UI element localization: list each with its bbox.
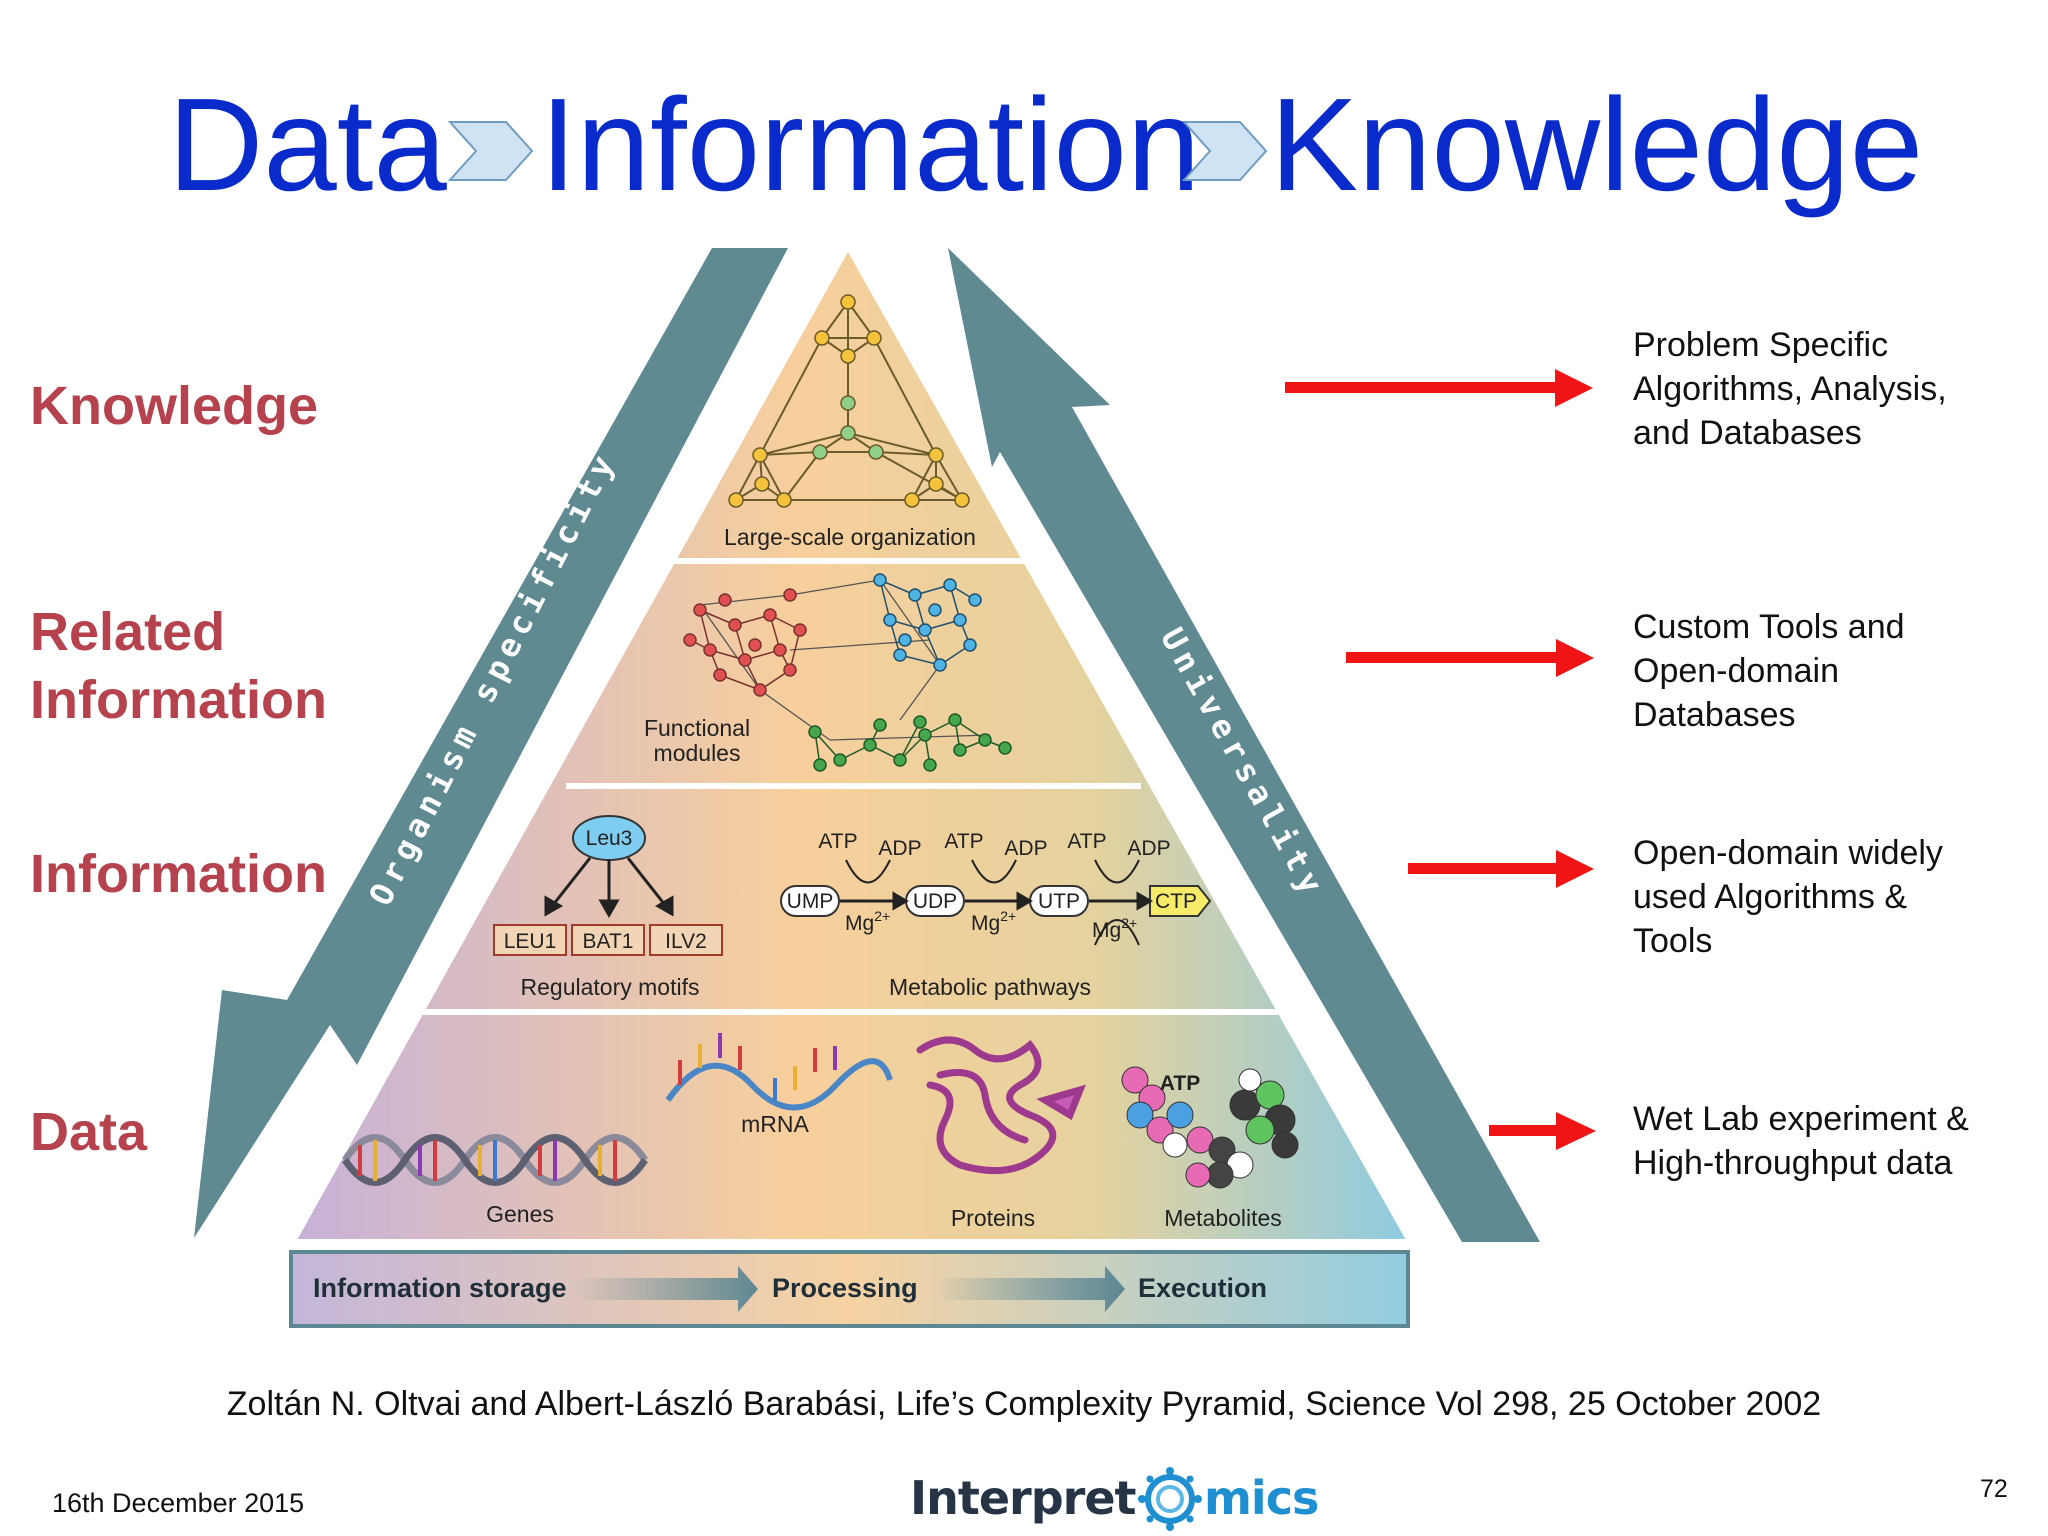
flow-bar: Information storage Processing Execution bbox=[289, 1250, 1410, 1328]
metabolites-label: Metabolites bbox=[1164, 1205, 1282, 1231]
note-knowledge-line2: Algorithms, Analysis, bbox=[1633, 370, 1947, 408]
large-scale-nodes bbox=[728, 294, 970, 508]
footer-date: 16th December 2015 bbox=[52, 1488, 305, 1518]
title-word-information: Information bbox=[540, 71, 1201, 218]
label-related-line2: Information bbox=[30, 670, 327, 730]
gene-box-ilv2: ILV2 bbox=[665, 930, 707, 953]
title-word-knowledge: Knowledge bbox=[1270, 71, 1924, 218]
note-data: Wet Lab experiment & High-throughput dat… bbox=[1633, 1097, 2033, 1185]
atp-label-1: ATP bbox=[818, 830, 857, 853]
logo-text-right: mics bbox=[1204, 1471, 1319, 1525]
citation: Zoltán N. Oltvai and Albert-László Barab… bbox=[226, 1385, 1822, 1423]
tier3-right-label: Metabolic pathways bbox=[889, 974, 1091, 1000]
mg-label-1: Mg2+ bbox=[845, 908, 890, 935]
dna-double-helix bbox=[342, 1134, 648, 1186]
adp-label-1: ADP bbox=[878, 837, 921, 860]
green-module bbox=[808, 713, 1012, 772]
chevron-right-icon bbox=[1182, 121, 1268, 181]
tier3-left-label: Regulatory motifs bbox=[521, 974, 700, 1000]
blue-module bbox=[873, 573, 982, 672]
regulatory-motif: Leu3 LEU1 BAT1 ILV2 bbox=[493, 815, 723, 956]
note-related-line2: Open-domain bbox=[1633, 652, 1840, 690]
red-arrow-related bbox=[1346, 639, 1594, 677]
tier1-label: Large-scale organization bbox=[724, 524, 976, 550]
logo-text-left: Interpret bbox=[910, 1471, 1137, 1525]
red-arrow-data bbox=[1489, 1112, 1596, 1150]
note-knowledge-line1: Problem Specific bbox=[1633, 326, 1889, 364]
metabolic-pathway: UMP UDP UTP CTP ATP ADP ATP ADP ATP ADP … bbox=[780, 830, 1212, 946]
note-information-line2: used Algorithms & bbox=[1633, 878, 1908, 916]
adp-label-2: ADP bbox=[1004, 837, 1047, 860]
note-data-line1: Wet Lab experiment & bbox=[1633, 1100, 1969, 1138]
flow-arrow-2 bbox=[935, 1266, 1125, 1312]
red-module bbox=[683, 588, 807, 697]
note-related: Custom Tools and Open-domain Databases bbox=[1633, 605, 2033, 737]
label-information: Information bbox=[30, 844, 327, 904]
tier2-label-line1: Functional bbox=[644, 715, 750, 741]
flow-execution-label: Execution bbox=[1138, 1273, 1267, 1303]
note-related-line3: Databases bbox=[1633, 696, 1796, 734]
tier2-label-line2: modules bbox=[654, 740, 741, 766]
nucleotide-ctp: CTP bbox=[1155, 890, 1197, 913]
note-related-line1: Custom Tools and bbox=[1633, 608, 1905, 646]
proteins-label: Proteins bbox=[951, 1205, 1035, 1231]
gene-box-bat1: BAT1 bbox=[583, 930, 634, 953]
logo-o-icon bbox=[1138, 1467, 1202, 1531]
functional-modules-network bbox=[699, 579, 991, 741]
atp-label-2: ATP bbox=[944, 830, 983, 853]
mg-label-3: Mg2+ bbox=[1092, 915, 1137, 942]
note-knowledge: Problem Specific Algorithms, Analysis, a… bbox=[1633, 323, 2033, 455]
atp-label-3: ATP bbox=[1067, 830, 1106, 853]
red-arrow-information bbox=[1408, 850, 1594, 888]
label-related-information: Related Information bbox=[30, 598, 327, 734]
red-arrow-knowledge bbox=[1285, 369, 1593, 407]
mg-label-2: Mg2+ bbox=[971, 908, 1016, 935]
title-word-data: Data bbox=[168, 71, 447, 218]
slide-title: Data Information Knowledge bbox=[0, 70, 2048, 220]
note-information-line1: Open-domain widely bbox=[1633, 834, 1943, 872]
note-knowledge-line3: and Databases bbox=[1633, 414, 1862, 452]
flow-processing-label: Processing bbox=[772, 1273, 918, 1303]
red-arrows bbox=[1285, 369, 1596, 1150]
leu3-label: Leu3 bbox=[586, 827, 633, 850]
note-data-line2: High-throughput data bbox=[1633, 1144, 1953, 1182]
label-knowledge: Knowledge bbox=[30, 376, 319, 436]
flow-arrow-1 bbox=[575, 1266, 758, 1312]
label-related-line1: Related bbox=[30, 602, 226, 662]
page-number: 72 bbox=[1980, 1475, 2008, 1503]
metabolite-atp-label: ATP bbox=[1160, 1072, 1200, 1095]
chevron-right-icon bbox=[448, 121, 534, 181]
metabolite-atp-molecule bbox=[1121, 1066, 1299, 1189]
nucleotide-udp: UDP bbox=[913, 890, 957, 913]
gene-box-leu1: LEU1 bbox=[504, 930, 557, 953]
label-data: Data bbox=[30, 1102, 148, 1162]
note-information: Open-domain widely used Algorithms & Too… bbox=[1633, 831, 2033, 963]
flow-storage-label: Information storage bbox=[313, 1273, 567, 1303]
pyramid-body bbox=[296, 252, 1407, 1242]
tier-separators bbox=[296, 558, 1407, 1245]
nucleotide-ump: UMP bbox=[787, 890, 834, 913]
genes-label: Genes bbox=[486, 1201, 554, 1227]
mrna-label: mRNA bbox=[741, 1111, 809, 1137]
nucleotide-utp: UTP bbox=[1038, 890, 1080, 913]
note-information-line3: Tools bbox=[1633, 922, 1713, 960]
adp-label-3: ADP bbox=[1127, 837, 1170, 860]
mrna-strand bbox=[665, 1033, 893, 1111]
protein-ribbon bbox=[916, 1036, 1086, 1175]
